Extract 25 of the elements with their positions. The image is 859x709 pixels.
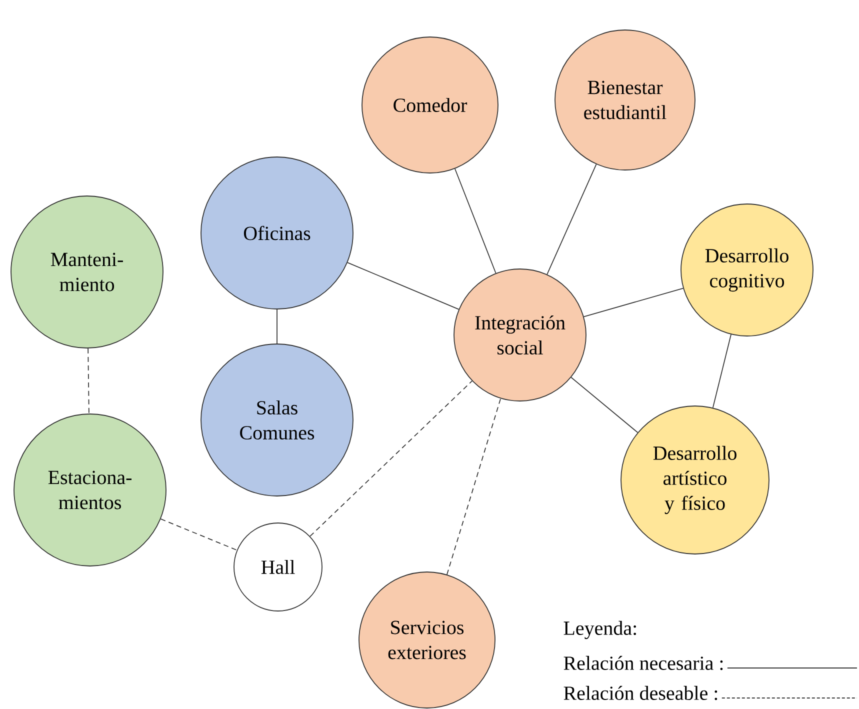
circle-node: Integración social <box>454 268 586 402</box>
legend-entry: Relación necesaria : <box>564 656 858 670</box>
connector-line <box>454 168 496 274</box>
circle-node: Oficinas <box>200 156 354 310</box>
circle-node: Estaciona- mientos <box>14 414 166 566</box>
connector-line <box>88 348 90 414</box>
legend-entry: Relación deseable : <box>564 686 858 700</box>
circle-node: Manteni- miento <box>10 196 164 348</box>
connector-line <box>583 288 684 318</box>
circle-node: Desarrollo cognitivo <box>680 204 814 336</box>
circle-node: Salas Comunes <box>200 344 354 496</box>
circle-node: Desarrollo artístico y físico <box>620 406 770 554</box>
circle-node: Hall <box>234 522 322 612</box>
circle-node: Comedor <box>362 36 498 174</box>
connector-line <box>570 376 638 433</box>
circle-node: Bienestar estudiantil <box>554 30 696 170</box>
connector-line <box>546 164 597 275</box>
connector-line <box>310 380 472 537</box>
legend-title: Leyenda: <box>564 620 636 640</box>
connector-line <box>160 518 238 551</box>
connector-line <box>347 262 460 310</box>
connector-line <box>712 334 732 408</box>
circle-node: Servicios exteriores <box>358 572 496 708</box>
connector-line <box>276 309 278 344</box>
connector-line <box>446 398 502 575</box>
